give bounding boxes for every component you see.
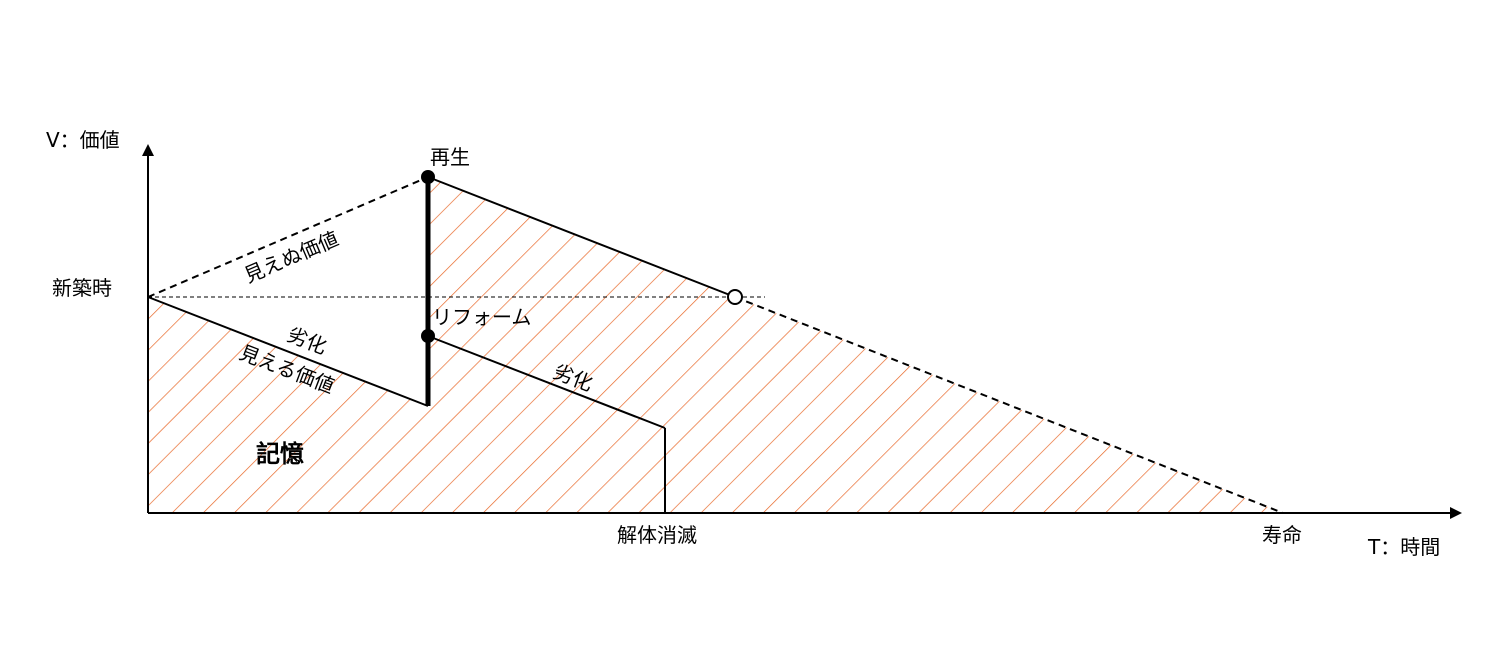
reform-deterioration-line: [427, 335, 666, 429]
memory-hatched-region: [148, 297, 428, 513]
invisible-value-line: [147, 176, 429, 298]
invisible-value-label: 見えぬ価値: [241, 226, 342, 287]
regeneration-label: 再生: [430, 145, 470, 169]
lifespan-label: 寿命: [1262, 523, 1302, 547]
reform-point: [421, 329, 435, 343]
regeneration-point: [421, 170, 435, 184]
break-even-point: [727, 289, 743, 305]
regenerated-value-line: [427, 176, 736, 298]
reform-label: リフォーム: [432, 305, 531, 329]
memory-label: 記憶: [256, 440, 304, 468]
lifespan-projection-line: [734, 296, 1284, 514]
visible-value-deterioration-line: [147, 296, 429, 407]
x-axis-label: T：時間: [1367, 535, 1440, 559]
demolition-label: 解体消滅: [617, 523, 697, 547]
y-axis-label: V：価値: [46, 128, 120, 152]
new-build-label: 新築時: [52, 276, 112, 300]
